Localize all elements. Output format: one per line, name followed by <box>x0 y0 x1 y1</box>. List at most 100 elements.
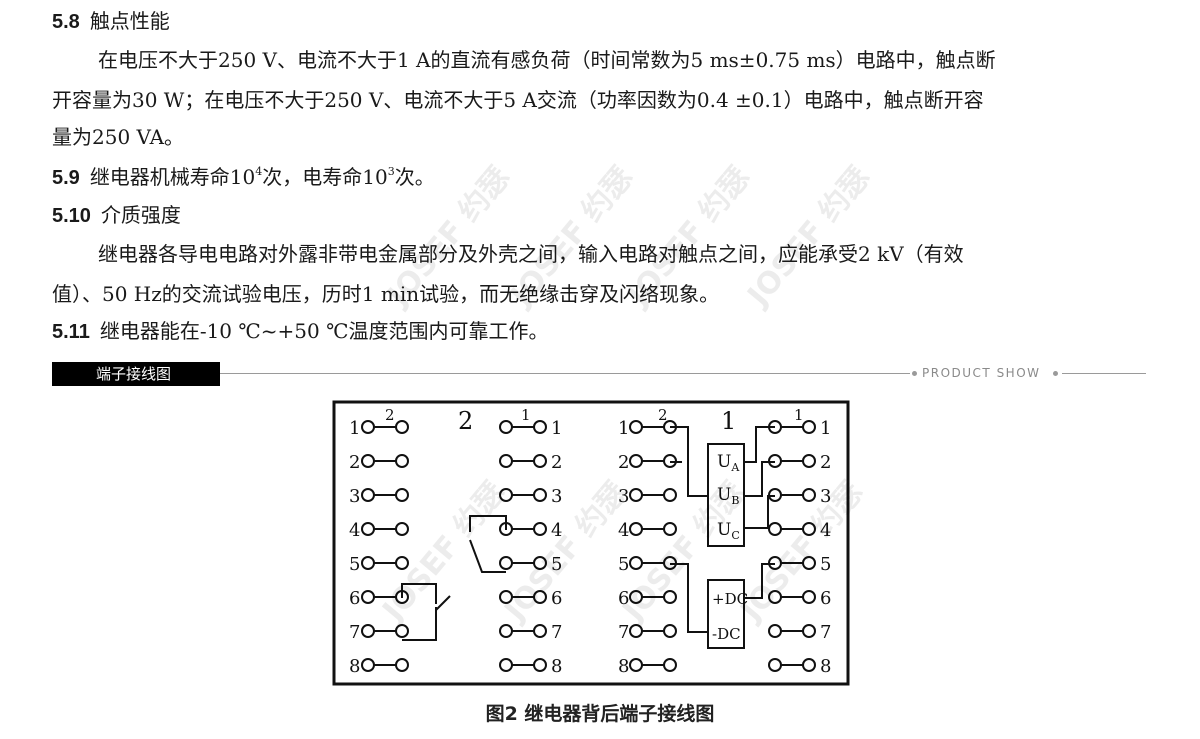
dc-positive-label: +DC <box>712 590 748 608</box>
terminal-circle <box>663 624 677 638</box>
terminal-circle <box>395 522 409 536</box>
terminal-circle <box>768 522 782 536</box>
pin-number: 1 <box>618 418 629 439</box>
terminal-circle <box>629 522 643 536</box>
pin-number: 1 <box>820 418 831 439</box>
dc-negative-label: -DC <box>712 625 741 643</box>
wire <box>435 595 451 611</box>
terminal-circle <box>499 556 513 570</box>
pin-number: 6 <box>551 588 562 609</box>
terminal-circle <box>663 658 677 672</box>
contact-label-2: 2 <box>385 406 395 424</box>
wire <box>469 539 506 573</box>
pin-number: 7 <box>618 622 629 643</box>
terminal-circle <box>629 420 643 434</box>
pin-number: 2 <box>820 452 831 473</box>
wire <box>469 515 507 532</box>
section-text: 继电器能在-10 ℃~+50 ℃温度范围内可靠工作。 <box>99 319 549 343</box>
wire <box>670 563 708 633</box>
product-show-tag: PRODUCT SHOW <box>922 366 1041 380</box>
divider-rule <box>220 373 910 374</box>
terminal-circle <box>629 658 643 672</box>
pin-number: 4 <box>820 520 831 541</box>
exponent: 4 <box>255 165 263 178</box>
pin-number: 6 <box>618 588 629 609</box>
terminal-circle <box>361 522 375 536</box>
group-1-title: 1 <box>721 407 736 435</box>
terminal-circle <box>499 420 513 434</box>
wire <box>401 583 437 604</box>
diagram-labels: 2 1 2 1 2 1 UA UB UC +DC -DC <box>385 406 804 643</box>
paragraph-line: 继电器各导电电路对外露非带电金属部分及外壳之间，输入电路对触点之间，应能承受2 … <box>98 242 964 266</box>
terminal-circle <box>802 454 816 468</box>
wire <box>670 426 708 497</box>
pin-number: 4 <box>349 520 360 541</box>
contact-label-1: 1 <box>794 406 804 424</box>
terminal-circle <box>802 624 816 638</box>
section-number: 5.9 <box>52 167 80 189</box>
terminal-circle <box>499 658 513 672</box>
terminal-circle <box>499 624 513 638</box>
terminal-circle <box>361 556 375 570</box>
terminal-circle <box>533 420 547 434</box>
group-2-title: 2 <box>458 407 473 435</box>
uc-label: UC <box>717 520 740 542</box>
terminal-circle <box>533 522 547 536</box>
ua-label: UA <box>717 452 740 474</box>
pin-number: 4 <box>618 520 629 541</box>
pin-number: 5 <box>349 554 360 575</box>
terminal-circle <box>533 658 547 672</box>
paragraph-line: 值）、50 Hz的交流试验电压，历时1 min试验，而无绝缘击穿及闪络现象。 <box>52 282 720 306</box>
terminal-circle <box>802 590 816 604</box>
pin-number: 8 <box>349 656 360 677</box>
wire <box>744 563 775 599</box>
pin-number: 4 <box>551 520 562 541</box>
terminal-circle <box>361 488 375 502</box>
life-text-a: 继电器机械寿命10 <box>89 165 256 189</box>
pin-number: 5 <box>618 554 629 575</box>
terminal-circle <box>533 488 547 502</box>
ub-label: UB <box>717 485 739 507</box>
pin-number: 7 <box>551 622 562 643</box>
divider-dot <box>912 371 917 376</box>
terminal-circle <box>629 454 643 468</box>
pin-number: 3 <box>820 486 831 507</box>
terminal-circle <box>533 454 547 468</box>
contact-label-1: 1 <box>521 406 531 424</box>
terminal-circle <box>395 658 409 672</box>
pin-number: 8 <box>820 656 831 677</box>
pin-number: 3 <box>349 486 360 507</box>
paragraph-line: 开容量为30 W；在电压不大于250 V、电流不大于5 A交流（功率因数为0.4… <box>52 88 984 112</box>
terminal-circle <box>533 624 547 638</box>
wire <box>402 607 437 641</box>
terminal-circle <box>395 488 409 502</box>
terminal-circle <box>802 658 816 672</box>
pin-number: 1 <box>349 418 360 439</box>
pin-number: 7 <box>820 622 831 643</box>
terminal-circle <box>802 420 816 434</box>
terminal-circle <box>361 658 375 672</box>
figure-caption: 图2 继电器背后端子接线图 <box>485 703 715 725</box>
terminal-circle <box>768 658 782 672</box>
pin-number: 6 <box>349 588 360 609</box>
wire <box>744 461 775 497</box>
dc-supply-box <box>707 579 745 649</box>
pin-number: 3 <box>618 486 629 507</box>
section-number: 5.10 <box>52 205 91 227</box>
pin-number: 5 <box>551 554 562 575</box>
section-title: 触点性能 <box>89 9 170 33</box>
paragraph-line: 量为250 VA。 <box>52 125 185 149</box>
terminal-circle <box>499 454 513 468</box>
exponent: 3 <box>387 165 395 178</box>
diagram-frame <box>332 400 850 686</box>
pin-number: 2 <box>618 452 629 473</box>
pin-number: 8 <box>551 656 562 677</box>
terminal-circle <box>361 624 375 638</box>
pin-number: 2 <box>551 452 562 473</box>
divider-rule <box>1062 373 1146 374</box>
